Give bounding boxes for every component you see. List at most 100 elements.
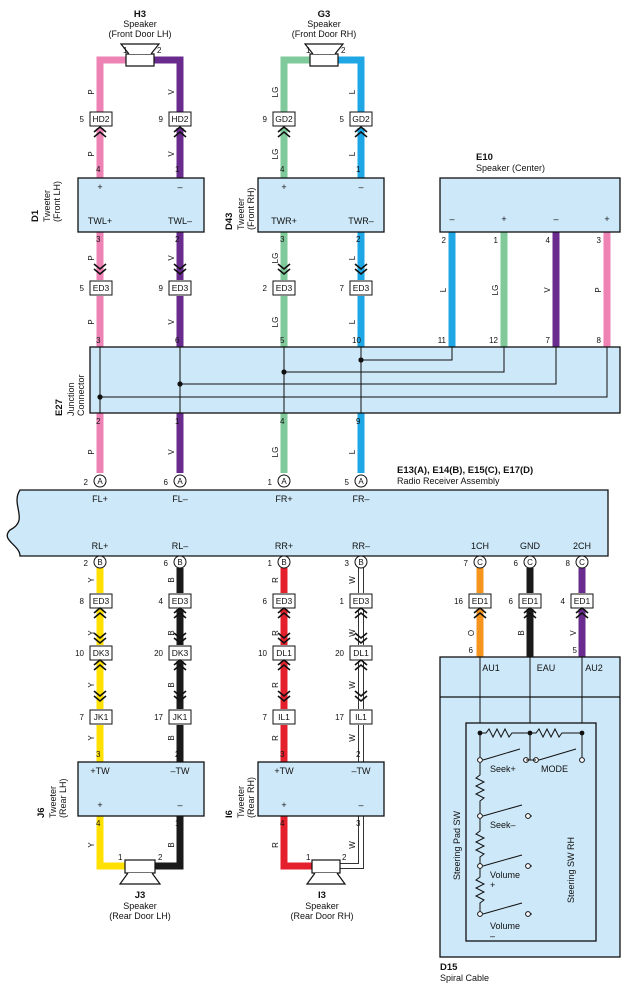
svg-text:ED3: ED3 bbox=[93, 283, 110, 293]
svg-text:P: P bbox=[87, 319, 96, 324]
svg-text:HD2: HD2 bbox=[92, 114, 109, 124]
svg-text:FR+: FR+ bbox=[275, 494, 292, 504]
svg-text:1: 1 bbox=[306, 853, 311, 862]
svg-text:2: 2 bbox=[341, 46, 346, 55]
svg-text:JK1: JK1 bbox=[94, 712, 109, 722]
svg-text:2: 2 bbox=[96, 417, 101, 426]
svg-text:2: 2 bbox=[356, 235, 361, 244]
svg-text:6: 6 bbox=[175, 336, 180, 345]
svg-text:V: V bbox=[543, 287, 552, 293]
svg-text:R: R bbox=[271, 735, 280, 741]
svg-text:LG: LG bbox=[491, 285, 500, 296]
svg-text:3: 3 bbox=[280, 750, 285, 759]
svg-text:E13(A), E14(B), E15(C), E17(D): E13(A), E14(B), E15(C), E17(D) bbox=[397, 465, 533, 476]
svg-text:5: 5 bbox=[280, 336, 285, 345]
speaker-icon bbox=[309, 53, 339, 67]
wires bbox=[96, 56, 611, 870]
svg-text:Tweeter: Tweeter bbox=[236, 786, 246, 818]
svg-text:20: 20 bbox=[335, 649, 344, 658]
svg-text:AU1: AU1 bbox=[482, 663, 500, 673]
svg-text:MODE: MODE bbox=[541, 764, 568, 774]
svg-text:–: – bbox=[553, 214, 558, 224]
svg-text:1: 1 bbox=[268, 478, 273, 487]
svg-text:7: 7 bbox=[464, 559, 469, 568]
svg-text:1: 1 bbox=[340, 597, 345, 606]
svg-text:+: + bbox=[281, 800, 286, 810]
svg-text:–TW: –TW bbox=[171, 766, 191, 776]
svg-text:TWR–: TWR– bbox=[348, 216, 374, 226]
svg-text:5: 5 bbox=[345, 478, 350, 487]
svg-text:C: C bbox=[477, 558, 483, 567]
svg-text:17: 17 bbox=[335, 713, 344, 722]
svg-text:B: B bbox=[167, 735, 176, 740]
connector-ed3: ED3 2 bbox=[263, 263, 296, 296]
svg-text:Tweeter: Tweeter bbox=[42, 190, 52, 222]
svg-text:2: 2 bbox=[157, 46, 162, 55]
svg-text:IL1: IL1 bbox=[355, 712, 367, 722]
svg-text:1: 1 bbox=[118, 853, 123, 862]
svg-text:P: P bbox=[87, 255, 96, 260]
svg-text:(Rear Door RH): (Rear Door RH) bbox=[290, 911, 353, 921]
svg-text:R: R bbox=[271, 630, 280, 636]
svg-text:TWL–: TWL– bbox=[168, 216, 192, 226]
svg-text:AU2: AU2 bbox=[585, 663, 603, 673]
svg-text:ED3: ED3 bbox=[93, 596, 110, 606]
svg-text:D43: D43 bbox=[224, 213, 235, 230]
svg-text:P: P bbox=[87, 151, 96, 156]
svg-text:2: 2 bbox=[442, 236, 447, 245]
svg-text:1: 1 bbox=[123, 46, 128, 55]
svg-text:6: 6 bbox=[164, 559, 169, 568]
svg-text:L: L bbox=[348, 319, 357, 324]
wire-i6-to-i3-red bbox=[280, 816, 312, 870]
svg-text:Y: Y bbox=[87, 842, 96, 848]
svg-text:W: W bbox=[348, 734, 357, 742]
svg-text:LG: LG bbox=[271, 317, 280, 328]
svg-text:W: W bbox=[348, 576, 357, 584]
connector-gd2-blue: GD2 5 bbox=[340, 111, 373, 138]
svg-text:A: A bbox=[358, 477, 364, 486]
connector-hd2-pink: HD2 5 bbox=[80, 111, 113, 138]
svg-text:6: 6 bbox=[469, 646, 474, 655]
svg-text:(Front LH): (Front LH) bbox=[52, 181, 62, 222]
svg-text:Junction: Junction bbox=[66, 382, 76, 416]
svg-text:P: P bbox=[594, 287, 603, 292]
wire-color-labels: P V LG L P V LG L P V LG L P V LG L P V … bbox=[87, 87, 603, 849]
connector-ed3: ED3 9 bbox=[159, 263, 192, 296]
svg-text:B: B bbox=[167, 630, 176, 635]
connectors-row-1: HD2 5 HD2 9 GD2 9 GD2 5 bbox=[80, 111, 373, 138]
svg-text:B: B bbox=[281, 558, 286, 567]
svg-text:Seek+: Seek+ bbox=[490, 764, 516, 774]
svg-text:11: 11 bbox=[438, 336, 447, 345]
svg-text:4: 4 bbox=[96, 165, 101, 174]
svg-text:W: W bbox=[348, 841, 357, 849]
connector-gd2-lg: GD2 9 bbox=[263, 111, 296, 138]
svg-text:Y: Y bbox=[87, 630, 96, 636]
svg-text:FR–: FR– bbox=[352, 494, 369, 504]
svg-text:I6: I6 bbox=[224, 810, 235, 818]
svg-text:1: 1 bbox=[494, 236, 499, 245]
svg-text:JK1: JK1 bbox=[173, 712, 188, 722]
svg-text:10: 10 bbox=[352, 336, 361, 345]
svg-text:+TW: +TW bbox=[90, 766, 110, 776]
svg-text:FL+: FL+ bbox=[92, 494, 108, 504]
svg-text:V: V bbox=[569, 630, 578, 636]
svg-text:L: L bbox=[439, 287, 448, 292]
svg-text:(Rear RH): (Rear RH) bbox=[246, 777, 256, 818]
svg-text:2: 2 bbox=[263, 284, 268, 293]
svg-text:2: 2 bbox=[342, 853, 347, 862]
svg-text:Tweeter: Tweeter bbox=[48, 786, 58, 818]
svg-text:9: 9 bbox=[263, 115, 268, 124]
svg-text:(Rear LH): (Rear LH) bbox=[58, 778, 68, 818]
svg-text:C: C bbox=[527, 558, 533, 567]
svg-text:+: + bbox=[97, 182, 102, 192]
svg-text:L: L bbox=[348, 151, 357, 156]
svg-text:IL1: IL1 bbox=[278, 712, 290, 722]
svg-text:7: 7 bbox=[546, 336, 551, 345]
svg-text:E10: E10 bbox=[476, 152, 493, 163]
svg-text:20: 20 bbox=[154, 649, 163, 658]
